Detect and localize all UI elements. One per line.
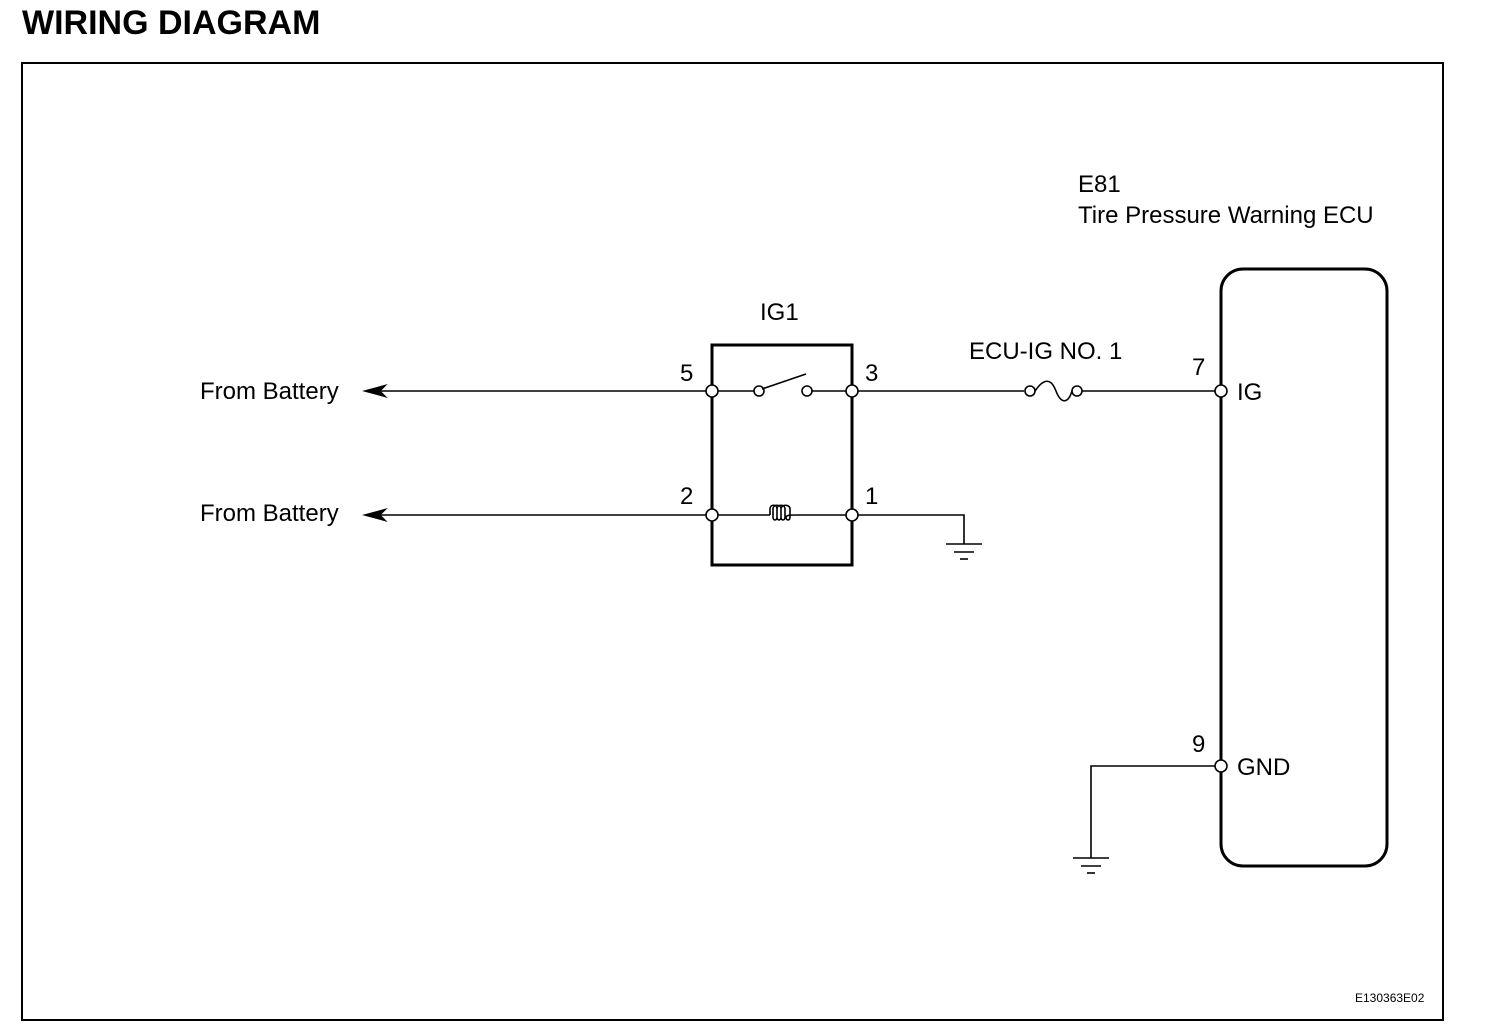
relay-terminal-1 [845,508,859,522]
from-battery-label-upper: From Battery [200,378,339,405]
relay-pin-5-label: 5 [680,360,693,387]
ecu-pin-7-number: 7 [1192,354,1205,381]
ecu-box [1219,267,1389,868]
ecu-pin-9-label: GND [1237,754,1290,781]
relay-box [710,343,854,567]
ground-symbol-ecu [1073,765,1215,874]
relay-terminal-2 [705,508,719,522]
relay-terminal-5 [705,384,719,398]
ground-symbol-relay [858,514,982,560]
relay-coil-symbol [712,504,852,521]
ecu-connector-label: E81 [1078,171,1121,198]
page-title: WIRING DIAGRAM [22,4,320,42]
relay-pin-2-label: 2 [680,483,693,510]
ecu-pin-7-label: IG [1237,379,1262,406]
figure-code: E130363E02 [1355,991,1425,1005]
relay-terminal-3 [845,384,859,398]
battery-arrow-upper [362,384,712,398]
diagram-frame [21,62,1444,1021]
ecu-name-label: Tire Pressure Warning ECU [1078,202,1374,229]
relay-pin-3-label: 3 [865,360,878,387]
from-battery-label-lower: From Battery [200,500,339,527]
ecu-terminal-7 [1214,384,1228,398]
relay-pin-1-label: 1 [865,483,878,510]
relay-name-label: IG1 [760,299,799,326]
fuse-symbol [1024,380,1083,402]
battery-arrow-lower [362,508,712,522]
relay-switch-symbol [712,373,852,397]
ecu-pin-9-number: 9 [1192,731,1205,758]
fuse-name-label: ECU-IG NO. 1 [969,338,1122,365]
ecu-terminal-9 [1214,759,1228,773]
